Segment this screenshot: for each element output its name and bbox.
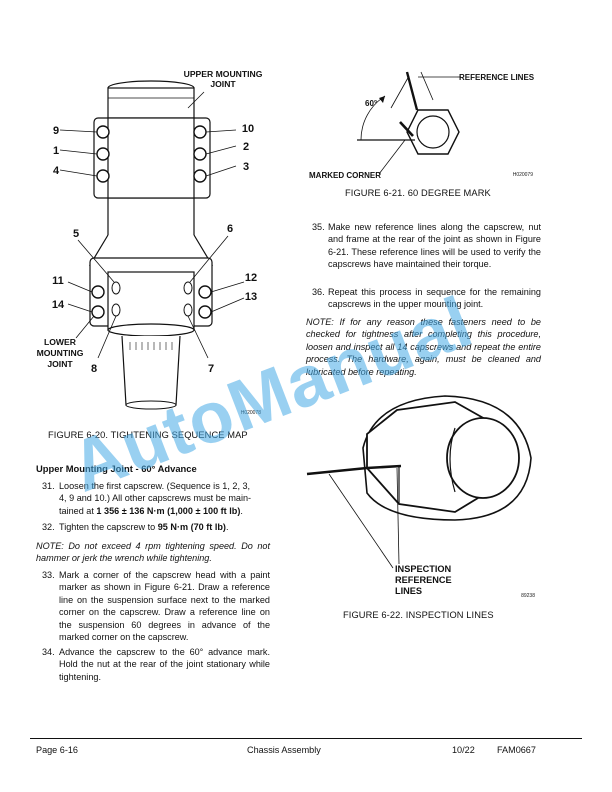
figure-code: H020079 xyxy=(513,172,534,178)
figure-6-21-caption: FIGURE 6-21. 60 DEGREE MARK xyxy=(345,188,491,198)
note-fastener-check: NOTE: If for any reason these fasteners … xyxy=(306,317,541,377)
step-number: 31. xyxy=(42,481,55,491)
step-36: 36. Repeat this process in sequence for … xyxy=(312,286,541,312)
seq-num-9: 9 xyxy=(53,125,59,137)
step-number: 36. xyxy=(312,287,325,297)
figure-6-20-tightening-sequence-map: UPPER MOUNTING JOINT LOWER MOUNTING JOIN… xyxy=(37,69,263,416)
callout-upper-joint-line2: JOINT xyxy=(210,79,236,89)
figure-6-22-inspection-lines: INSPECTION REFERENCE LINES 89238 xyxy=(306,395,535,599)
seq-num-13: 13 xyxy=(245,291,257,303)
seq-num-3: 3 xyxy=(243,161,249,173)
callout-upper-joint: UPPER MOUNTING xyxy=(184,69,263,79)
seq-num-12: 12 xyxy=(245,272,257,284)
step-number: 34. xyxy=(42,647,55,657)
figure-6-20-caption: FIGURE 6-20. TIGHTENING SEQUENCE MAP xyxy=(48,430,248,440)
seq-num-4: 4 xyxy=(53,165,60,177)
footer-page: Page 6-16 xyxy=(36,745,78,755)
step-text: Advance the capscrew to the 60° advance … xyxy=(59,647,270,682)
step-35: 35. Make new reference lines along the c… xyxy=(312,221,541,283)
seq-num-10: 10 xyxy=(242,123,254,135)
seq-num-14: 14 xyxy=(52,299,65,311)
callout-lower-joint-line2: MOUNTING xyxy=(37,348,84,358)
angle-label: 60° xyxy=(365,99,377,108)
seq-num-5: 5 xyxy=(73,228,79,240)
footer-rule xyxy=(30,738,582,739)
step-text: Make new reference lines along the capsc… xyxy=(328,222,541,270)
step-text-line: tained at 1 356 ± 136 N·m (1,000 ± 100 f… xyxy=(59,505,270,517)
figure-code: 89238 xyxy=(521,593,535,599)
text-run: . xyxy=(240,505,243,516)
inspection-label-line1: INSPECTION xyxy=(395,564,452,574)
step-text: Loosen the first capscrew. (Sequence is … xyxy=(59,480,270,517)
inspection-label-line3: LINES xyxy=(395,586,422,596)
seq-num-2: 2 xyxy=(243,141,249,153)
text-run: tained at xyxy=(59,505,97,516)
step-text: Tighten the capscrew to 95 N·m (70 ft lb… xyxy=(59,521,270,533)
step-number: 32. xyxy=(42,522,55,532)
figure-6-21-60-degree-mark: REFERENCE LINES 60° MARKED CORNER H02007… xyxy=(309,71,535,180)
footer-doc-number: FAM0667 xyxy=(497,745,536,755)
step-32: 32. Tighten the capscrew to 95 N·m (70 f… xyxy=(36,521,270,534)
note-tightening-speed: NOTE: Do not exceed 4 rpm tightening spe… xyxy=(36,541,270,564)
section-heading: Upper Mounting Joint - 60° Advance xyxy=(36,463,197,474)
text-run: . xyxy=(225,522,229,532)
step-text: Repeat this process in sequence for the … xyxy=(328,287,541,310)
torque-value: 1 356 ± 136 N·m (1,000 ± 100 ft lb) xyxy=(96,505,241,516)
figure-code: H020078 xyxy=(241,410,262,416)
seq-num-11: 11 xyxy=(52,275,64,287)
text-run: Tighten the capscrew to xyxy=(59,522,158,532)
step-number: 35. xyxy=(312,222,325,232)
step-33: 33. Mark a corner of the capscrew head w… xyxy=(36,569,270,643)
marked-corner-label: MARKED CORNER xyxy=(309,171,381,180)
step-text-line: 4, 9 and 10.) All other capscrews must b… xyxy=(59,493,252,504)
step-34: 34. Advance the capscrew to the 60° adva… xyxy=(36,646,270,684)
figure-6-22-caption: FIGURE 6-22. INSPECTION LINES xyxy=(343,610,494,620)
reference-lines-label: REFERENCE LINES xyxy=(459,73,535,82)
seq-num-6: 6 xyxy=(227,223,233,235)
footer-title: Chassis Assembly xyxy=(247,745,321,755)
inspection-label-line2: REFERENCE xyxy=(395,575,452,585)
callout-lower-joint-line3: JOINT xyxy=(47,359,73,369)
seq-num-8: 8 xyxy=(91,363,97,375)
torque-value: 95 N·m (70 ft lb) xyxy=(157,522,226,532)
step-number: 33. xyxy=(42,570,55,580)
step-text: Mark a corner of the capscrew head with … xyxy=(59,570,270,643)
step-31: 31. Loosen the first capscrew. (Sequence… xyxy=(36,480,270,518)
seq-num-1: 1 xyxy=(53,145,59,157)
footer-date: 10/22 xyxy=(452,745,475,755)
seq-num-7: 7 xyxy=(208,363,214,375)
callout-lower-joint: LOWER xyxy=(44,337,77,347)
step-text-line: Loosen the first capscrew. (Sequence is … xyxy=(59,481,251,491)
